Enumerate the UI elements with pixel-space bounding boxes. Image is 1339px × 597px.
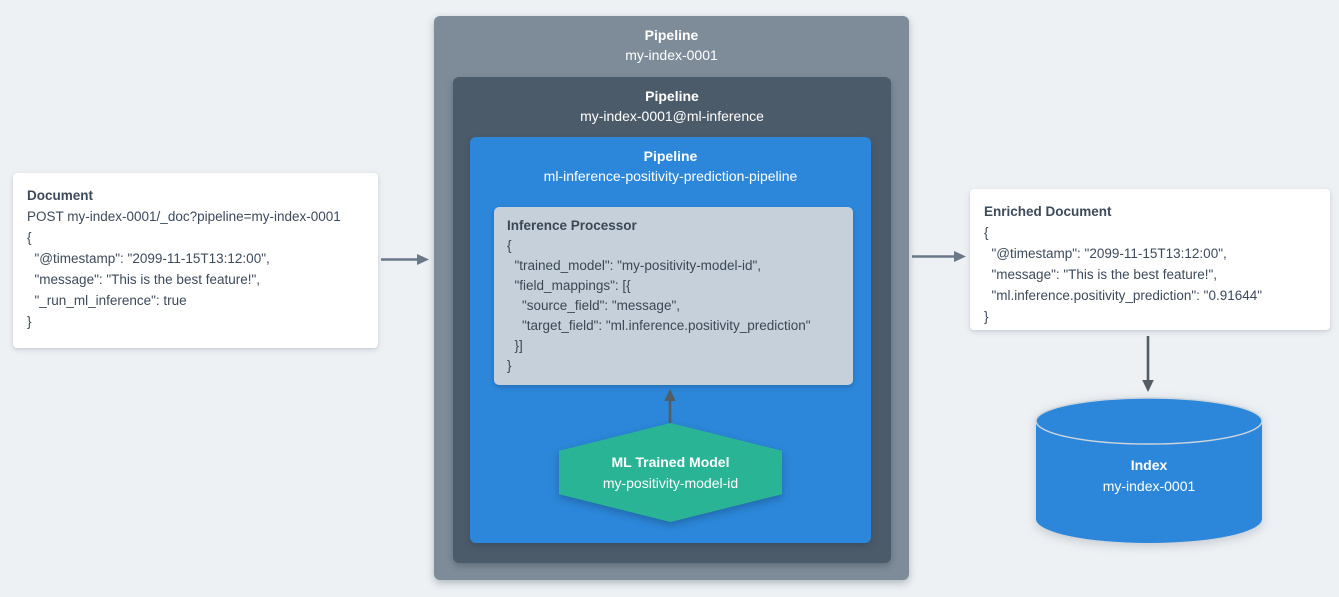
code-line: "trained_model": "my-positivity-model-id… (507, 258, 762, 273)
code-line: }] (507, 338, 523, 353)
code-line: "ml.inference.positivity_prediction": "0… (984, 288, 1263, 303)
code-line: "target_field": "ml.inference.positivity… (507, 318, 811, 333)
ml-trained-model-shape: ML Trained Model my-positivity-model-id (559, 423, 782, 522)
code-line: "message": "This is the best feature!", (27, 272, 261, 287)
index-name: my-index-0001 (1102, 478, 1196, 494)
code-line: "message": "This is the best feature!", (984, 267, 1218, 282)
inference-processor-box: Inference Processor { "trained_model": "… (494, 207, 853, 385)
code-line: } (984, 309, 989, 324)
arrow-down-icon (1142, 336, 1154, 392)
arrow-right-icon (381, 254, 429, 265)
index-title: Index (1130, 457, 1168, 473)
pipeline-label: Pipeline (643, 148, 698, 164)
pipeline-name: my-index-0001 (625, 47, 718, 63)
pipeline-ml-inference-box: Pipeline my-index-0001@ml-inference Pipe… (453, 77, 891, 563)
document-card-title: Document (27, 188, 94, 203)
code-line: } (27, 314, 32, 329)
pipeline-name: ml-inference-positivity-prediction-pipel… (543, 168, 798, 184)
index-cylinder: Index my-index-0001 (1035, 397, 1263, 547)
pipeline-outer-box: Pipeline my-index-0001 Pipeline my-index… (434, 16, 909, 580)
enriched-document-title: Enriched Document (984, 204, 1112, 219)
inference-processor-title: Inference Processor (507, 218, 637, 233)
cylinder-shape-icon (1035, 397, 1263, 543)
pipeline-label: Pipeline (644, 27, 699, 43)
code-line: "_run_ml_inference": true (27, 293, 187, 308)
code-line: { (507, 238, 512, 253)
pipeline-outer-header: Pipeline my-index-0001 (434, 16, 909, 65)
code-line: { (984, 225, 989, 240)
enriched-document-card: Enriched Document { "@timestamp": "2099-… (970, 189, 1330, 330)
pipeline-inference-box: Pipeline ml-inference-positivity-predict… (470, 137, 871, 543)
pipeline-ml-inference-header: Pipeline my-index-0001@ml-inference (453, 77, 891, 126)
code-line: POST my-index-0001/_doc?pipeline=my-inde… (27, 209, 341, 224)
code-line: } (507, 358, 512, 373)
ml-trained-model-name: my-positivity-model-id (602, 474, 739, 491)
code-line: "@timestamp": "2099-11-15T13:12:00", (27, 251, 270, 266)
pipeline-label: Pipeline (645, 88, 699, 104)
arrow-right-icon (912, 251, 966, 262)
index-label: Index my-index-0001 (1035, 455, 1263, 497)
code-line: "source_field": "message", (507, 298, 680, 313)
pipeline-inference-header: Pipeline ml-inference-positivity-predict… (470, 137, 871, 186)
ml-trained-model-title: ML Trained Model (611, 453, 730, 470)
code-line: "field_mappings": [{ (507, 278, 631, 293)
code-line: { (27, 230, 32, 245)
pipeline-name: my-index-0001@ml-inference (580, 108, 764, 124)
code-line: "@timestamp": "2099-11-15T13:12:00", (984, 246, 1227, 261)
ml-trained-model-hexagon: ML Trained Model my-positivity-model-id (559, 423, 782, 522)
document-card: Document POST my-index-0001/_doc?pipelin… (13, 173, 378, 348)
